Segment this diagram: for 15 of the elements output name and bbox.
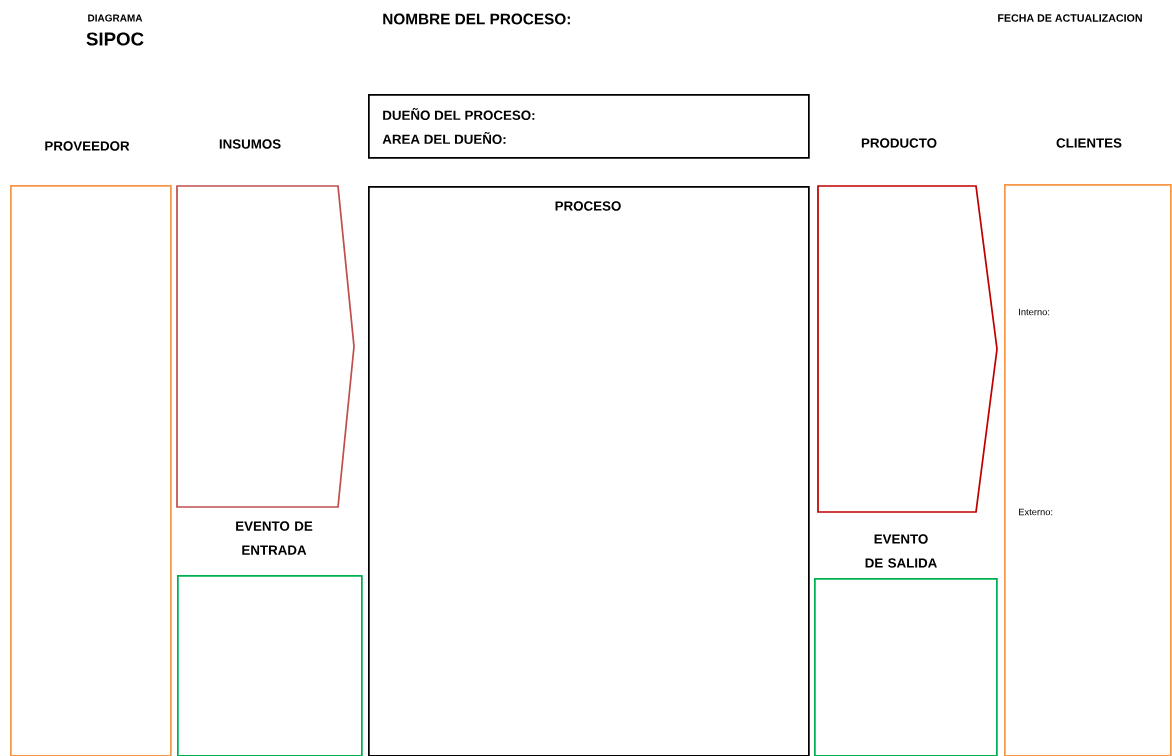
title: SIPOC <box>86 32 144 46</box>
column-heading: PROCESO <box>555 201 621 211</box>
title-label: DIAGRAMA <box>88 14 143 22</box>
field-label: DUEÑO DEL PROCESO: <box>383 108 535 120</box>
field-label: AREA DEL DUEÑO: <box>382 132 506 144</box>
column-heading: PRODUCTO <box>861 138 937 148</box>
field-label: Interno: <box>1019 308 1050 316</box>
column-heading: PROVEEDOR <box>45 141 130 151</box>
date-label: FECHA DE ACTUALIZACION <box>998 14 1142 22</box>
column-heading: INSUMOS <box>219 139 281 149</box>
column-heading: CLIENTES <box>1056 138 1122 148</box>
column-heading: EVENTO DE SALIDA <box>865 534 937 568</box>
process-name-label: NOMBRE DEL PROCESO: <box>383 13 570 25</box>
field-label: Externo: <box>1019 508 1053 516</box>
column-heading: EVENTO DE ENTRADA <box>236 521 313 555</box>
